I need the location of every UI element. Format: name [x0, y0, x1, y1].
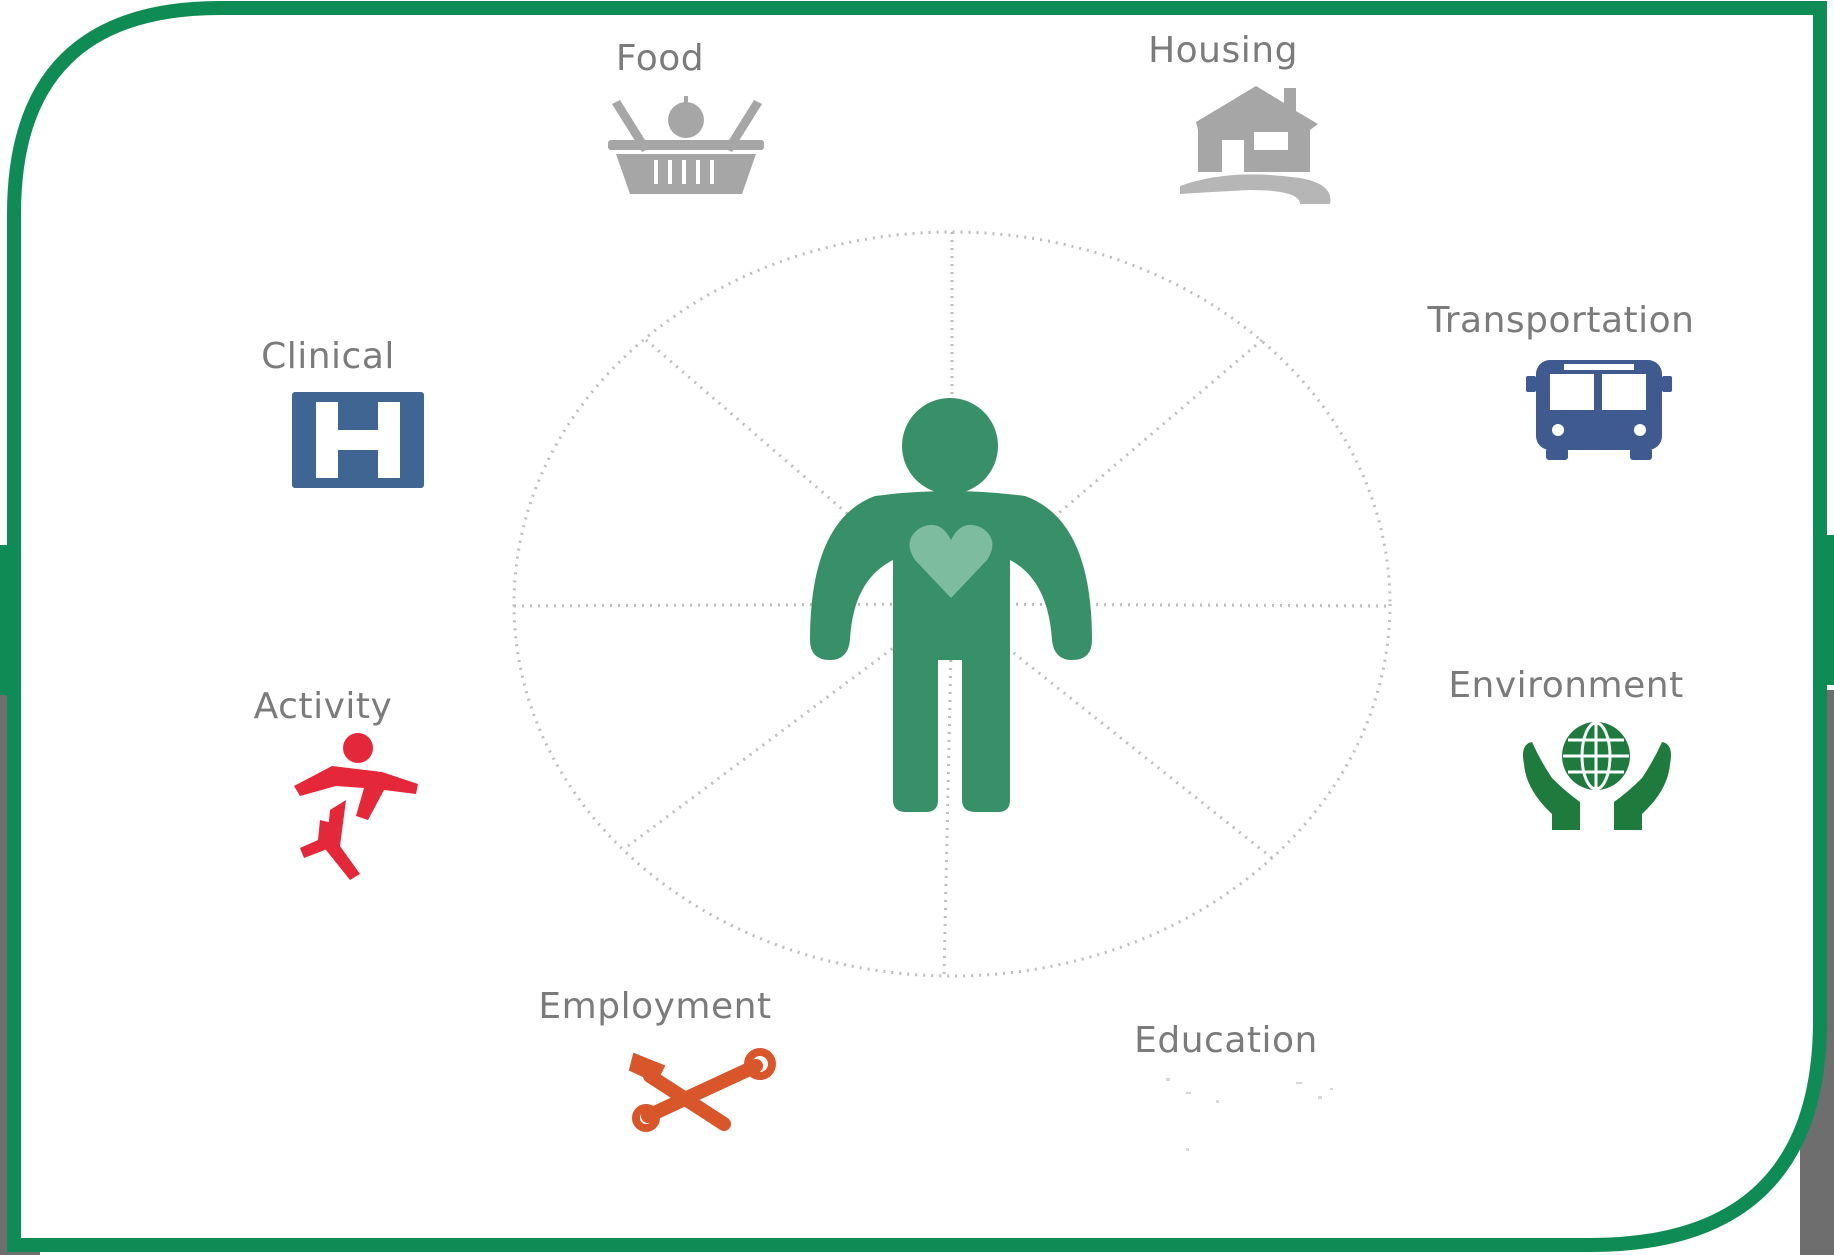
bus-icon: [1526, 360, 1672, 460]
house-icon: [1180, 86, 1331, 204]
tools-icon: [628, 1048, 776, 1132]
wheel-ring: [512, 230, 1392, 978]
wheel-spoke-left: [513, 602, 953, 608]
activity-label: Activity: [253, 686, 393, 727]
basket-icon: [608, 96, 764, 194]
running-person-icon: [294, 733, 418, 880]
clinical-label: Clinical: [261, 336, 395, 377]
education-label: Education: [1134, 1020, 1318, 1061]
education-icon: [1166, 1078, 1333, 1151]
transportation-label: Transportation: [1427, 300, 1695, 341]
person-heart-icon: [810, 398, 1092, 812]
hospital-icon: [292, 392, 424, 488]
housing-label: Housing: [1148, 30, 1298, 71]
heart-icon: [909, 524, 993, 598]
food-label: Food: [615, 38, 705, 79]
employment-label: Employment: [538, 986, 772, 1027]
environment-label: Environment: [1448, 665, 1684, 706]
globe-hands-icon: [1523, 721, 1671, 830]
wheel-spoke-right: [951, 602, 1391, 608]
